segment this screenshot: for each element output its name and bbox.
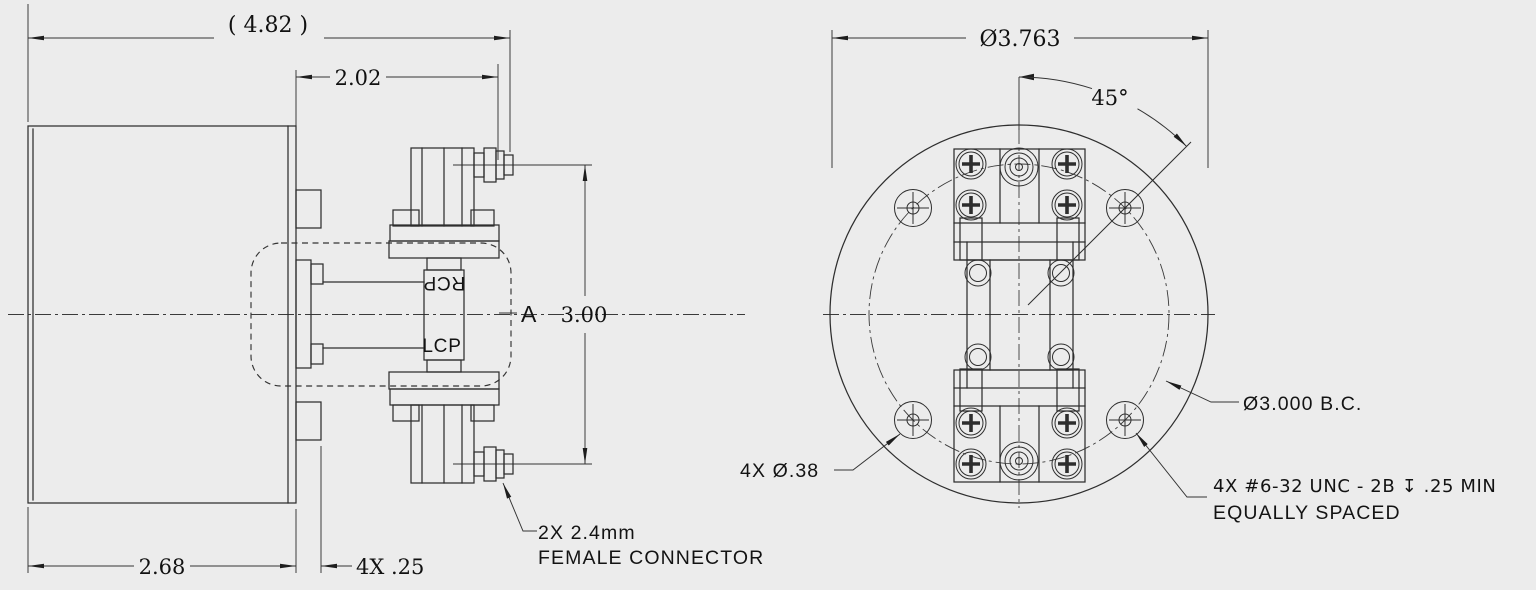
dim-overall-length: ( 4.82 ) xyxy=(27,4,511,152)
side-view-body xyxy=(27,125,425,504)
note-bolt-circle: Ø3.000 B.C. xyxy=(1165,380,1362,415)
label-lcp: LCP xyxy=(422,336,461,357)
dim-body-length-text: 2.68 xyxy=(139,555,186,579)
note-female-connector: 2X 2.4mm FEMALE CONNECTOR xyxy=(502,482,764,569)
dim-outer-diameter: Ø3.763 xyxy=(831,27,1209,168)
dim-outer-diameter-text: Ø3.763 xyxy=(979,27,1060,52)
front-view-assembly xyxy=(953,147,1086,483)
section-label: A xyxy=(521,301,537,327)
dim-overall-length-text: ( 4.82 ) xyxy=(228,13,308,38)
section-boundary: A xyxy=(250,242,537,387)
front-view-centerlines xyxy=(823,77,1215,508)
dim-hole-angle: 45° xyxy=(1018,73,1192,306)
note-clearance-holes-text: 4X Ø.38 xyxy=(740,460,819,482)
note-tapped-holes: 4X #6-32 UNC - 2B ↧ .25 MIN EQUALLY SPAC… xyxy=(1135,432,1496,524)
top-connector-assembly xyxy=(388,147,514,259)
note-female-connector-line2: FEMALE CONNECTOR xyxy=(538,547,764,569)
bottom-connector-assembly xyxy=(388,371,514,484)
dim-body-length: 2.68 xyxy=(27,507,297,579)
dim-flange-thickness-text: 4X .25 xyxy=(356,555,424,579)
note-tapped-holes-line2: EQUALLY SPACED xyxy=(1213,502,1401,524)
note-tapped-holes-line1: 4X #6-32 UNC - 2B ↧ .25 MIN xyxy=(1213,476,1496,497)
note-female-connector-line1: 2X 2.4mm xyxy=(538,522,636,544)
dim-connector-offset-text: 2.02 xyxy=(335,66,382,90)
dim-connector-spacing-text: 3.00 xyxy=(561,303,608,327)
dim-flange-thickness: 4X .25 xyxy=(320,446,424,579)
side-view-centerlines xyxy=(8,164,745,465)
note-clearance-holes: 4X Ø.38 xyxy=(740,433,901,482)
note-bolt-circle-text: Ø3.000 B.C. xyxy=(1243,393,1362,415)
dim-connector-offset: 2.02 xyxy=(295,64,499,188)
dim-hole-angle-text: 45° xyxy=(1091,86,1128,110)
front-view: Ø3.763 45° 4X Ø.38 Ø3.000 B.C. 4X #6-32 … xyxy=(740,27,1496,524)
dim-connector-spacing: 3.00 xyxy=(561,165,608,464)
label-rcp: RCP xyxy=(423,272,466,293)
side-view: RCP LCP xyxy=(8,4,764,579)
polarizer-block: RCP LCP xyxy=(422,257,466,373)
